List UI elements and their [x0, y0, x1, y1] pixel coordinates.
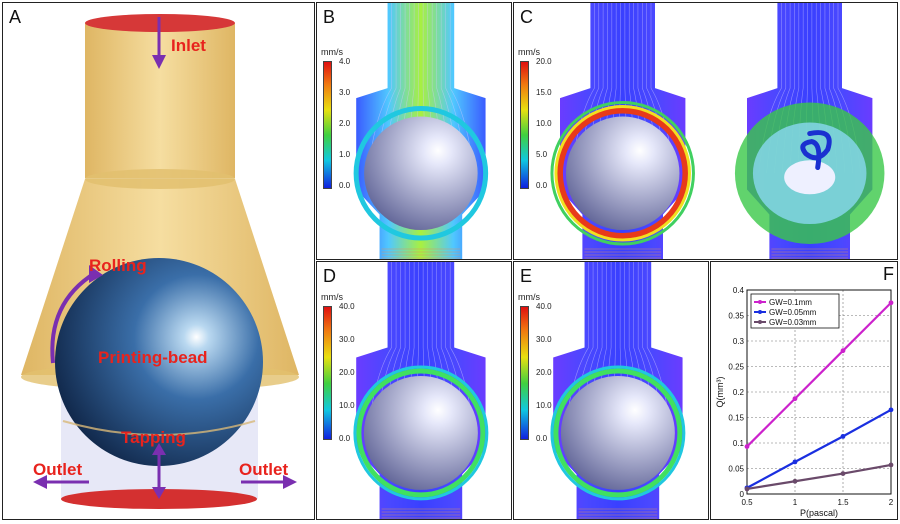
- series-line: [746, 463, 892, 490]
- data-point: [840, 348, 846, 354]
- colorbar-tick: 5.0: [536, 150, 548, 159]
- x-tick-label: 1: [793, 498, 798, 507]
- legend-label: GW=0.1mm: [769, 298, 812, 307]
- colorbar-tick: 10.0: [339, 401, 355, 410]
- colorbar-d: [323, 306, 332, 440]
- y-tick-label: 0.05: [728, 465, 744, 474]
- legend-marker: [758, 320, 762, 324]
- colorbar-unit-d: mm/s: [321, 292, 343, 302]
- colorbar-tick: 0.0: [339, 434, 351, 443]
- panel-e-label: E: [520, 266, 533, 286]
- panel-d: D mm/s 40.0 30.0 20.0 10.0 0.0: [316, 261, 512, 520]
- y-tick-label: 0.15: [728, 414, 744, 423]
- panel-c: C mm/s 20.0 15.0 10.0 5.0 0.0: [513, 2, 898, 260]
- data-point: [840, 471, 846, 476]
- panel-a: A: [2, 2, 315, 520]
- data-point: [840, 433, 846, 439]
- x-tick-label: 0.5: [741, 498, 753, 507]
- colorbar-tick: 40.0: [536, 302, 552, 311]
- data-point: [744, 486, 750, 492]
- panel-e: E mm/s 40.0 30.0 20.0 10.0 0.0: [513, 261, 709, 520]
- outlet-left-label: Outlet: [33, 460, 82, 479]
- y-tick-label: 0: [740, 490, 745, 499]
- colorbar-tick: 2.0: [339, 119, 351, 128]
- plot-area: [746, 289, 892, 495]
- data-point: [888, 300, 894, 306]
- y-tick-label: 0.25: [728, 363, 744, 372]
- tapping-label: Tapping: [121, 428, 186, 447]
- flow-simulation-c-right: [734, 3, 885, 259]
- y-tick-label: 0.3: [733, 337, 745, 346]
- colorbar-tick: 0.0: [339, 181, 351, 190]
- panel-a-label: A: [9, 7, 22, 27]
- data-point: [744, 444, 750, 449]
- legend-label: GW=0.05mm: [769, 308, 817, 317]
- data-point: [888, 462, 894, 468]
- panel-b: B mm/s 4.0 3.0 2.0 1.0 0.0: [316, 2, 512, 260]
- x-tick-label: 2: [889, 498, 894, 507]
- outlet-right-label: Outlet: [239, 460, 288, 479]
- rolling-arrow-icon: [50, 271, 97, 364]
- colorbar-tick: 3.0: [339, 88, 351, 97]
- colorbar-tick: 20.0: [339, 368, 355, 377]
- data-point: [888, 407, 894, 413]
- colorbar-tick: 10.0: [536, 119, 552, 128]
- series-line: [746, 301, 892, 448]
- colorbar-unit-e: mm/s: [518, 292, 540, 302]
- colorbar-tick: 30.0: [536, 335, 552, 344]
- printing-bead-label: Printing-bead: [98, 348, 208, 367]
- colorbar-tick: 0.0: [536, 434, 548, 443]
- flow-simulation-e: [550, 262, 686, 519]
- colorbar-tick: 1.0: [339, 150, 351, 159]
- inlet-label: Inlet: [171, 36, 206, 55]
- y-tick-label: 0.1: [733, 439, 745, 448]
- flow-simulation-d: [353, 262, 489, 519]
- colorbar-tick: 40.0: [339, 302, 355, 311]
- data-point: [792, 396, 798, 402]
- rolling-label: Rolling: [89, 256, 147, 275]
- colorbar-tick: 4.0: [339, 57, 351, 66]
- y-axis-label: Q(mm³): [715, 377, 725, 408]
- flow-simulation-b: [353, 3, 489, 259]
- legend-label: GW=0.03mm: [769, 318, 817, 327]
- panel-b-label: B: [323, 7, 336, 27]
- data-point: [792, 459, 798, 465]
- flow-simulation-c-left: [550, 3, 695, 259]
- colorbar-unit-b: mm/s: [321, 47, 343, 57]
- flow-rate-chart: 0 0.05 0.1 0.15 0.2 0.25 0.3 0.35 0.4 0.5 1 1.5 2P(p…: [715, 286, 894, 518]
- colorbar-tick: 10.0: [536, 401, 552, 410]
- panel-f-label: F: [883, 264, 894, 284]
- nozzle-illustration: Inlet Rolling Printing-bead Tapping Outl…: [21, 14, 299, 509]
- y-tick-label: 0.35: [728, 312, 744, 321]
- colorbar-tick: 0.0: [536, 181, 548, 190]
- data-point: [792, 478, 798, 484]
- legend-marker: [758, 300, 762, 304]
- colorbar-e: [520, 306, 529, 440]
- y-tick-label: 0.2: [733, 388, 745, 397]
- colorbar-b: [323, 61, 332, 189]
- colorbar-tick: 20.0: [536, 57, 552, 66]
- panel-c-label: C: [520, 7, 533, 27]
- panel-d-label: D: [323, 266, 336, 286]
- legend-marker: [758, 310, 762, 314]
- x-axis-label: P(pascal): [800, 508, 838, 518]
- colorbar-c: [520, 61, 529, 189]
- x-tick-label: 1.5: [837, 498, 849, 507]
- colorbar-tick: 15.0: [536, 88, 552, 97]
- colorbar-tick: 30.0: [339, 335, 355, 344]
- colorbar-tick: 20.0: [536, 368, 552, 377]
- y-tick-label: 0.4: [733, 286, 745, 295]
- colorbar-unit-c: mm/s: [518, 47, 540, 57]
- series-line: [746, 408, 892, 489]
- printing-bead-sphere: [55, 258, 263, 466]
